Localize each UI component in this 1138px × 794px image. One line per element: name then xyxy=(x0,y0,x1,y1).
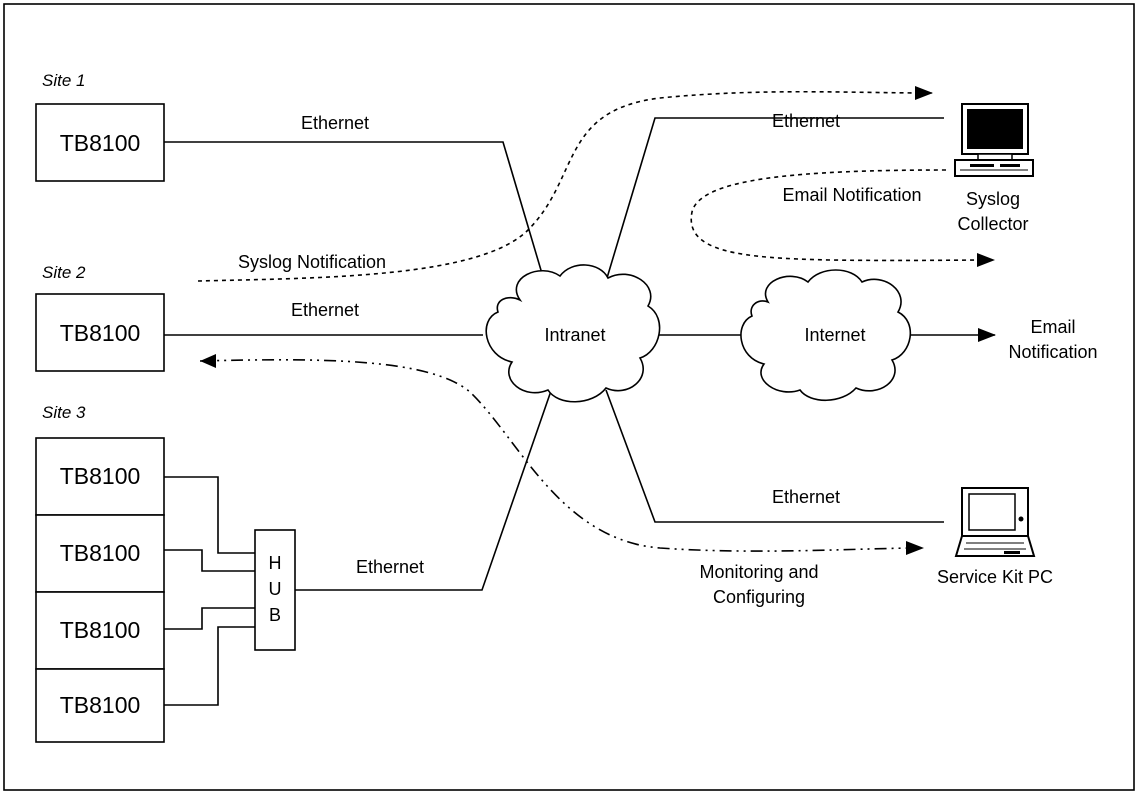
email-out-label-line2: Notification xyxy=(1008,342,1097,362)
tb8100-label: TB8100 xyxy=(60,617,141,643)
tb8100-label: TB8100 xyxy=(60,540,141,566)
monitoring-configuring-line xyxy=(199,358,923,552)
monitoring-label-line1: Monitoring and xyxy=(699,562,818,582)
site-1-label: Site 1 xyxy=(42,71,85,90)
site-2-ethernet-label: Ethernet xyxy=(291,300,359,320)
site-3-label: Site 3 xyxy=(42,403,86,422)
tb8100-label: TB8100 xyxy=(60,463,141,489)
site-2-tb8100: TB8100 xyxy=(35,293,165,372)
hub-letter: B xyxy=(269,605,281,625)
hub: H U B xyxy=(254,529,296,651)
syslog-ethernet-label: Ethernet xyxy=(772,111,840,131)
service-kit-pc-label: Service Kit PC xyxy=(937,567,1053,587)
desktop-computer-icon xyxy=(954,103,1034,177)
email-out-label-line1: Email xyxy=(1030,317,1075,337)
site-2-label: Site 2 xyxy=(42,263,86,282)
hub-letter: U xyxy=(269,579,282,599)
monitoring-label-line2: Configuring xyxy=(713,587,805,607)
syslog-collector-label-line2: Collector xyxy=(957,214,1028,234)
syslog-notification-arrow xyxy=(197,85,933,282)
site-3-ethernet-line xyxy=(295,387,553,591)
internet-label: Internet xyxy=(804,325,865,345)
email-notification-label: Email Notification xyxy=(782,185,921,205)
syslog-collector-label-line1: Syslog xyxy=(966,189,1020,209)
email-notification-arrow xyxy=(690,169,995,268)
internet-cloud: Internet xyxy=(740,269,912,401)
site-1-ethernet-line xyxy=(164,141,544,278)
laptop-computer-icon xyxy=(954,487,1036,557)
tb8100-label: TB8100 xyxy=(60,692,141,718)
hub-wiring xyxy=(164,476,255,706)
hub-letter: H xyxy=(269,553,282,573)
intranet-label: Intranet xyxy=(544,325,605,345)
syslog-ethernet-line xyxy=(606,117,944,279)
site-3-rack: TB8100 TB8100 TB8100 TB8100 xyxy=(35,437,165,743)
service-kit-ethernet-label: Ethernet xyxy=(772,487,840,507)
tb8100-label: TB8100 xyxy=(60,320,141,346)
diagram-frame xyxy=(3,3,1135,791)
monitoring-arrowhead-left xyxy=(200,354,216,368)
service-kit-ethernet-line xyxy=(605,389,944,523)
monitoring-arrowhead-right xyxy=(906,541,924,555)
site-3-ethernet-label: Ethernet xyxy=(356,557,424,577)
intranet-cloud: Intranet xyxy=(485,264,661,403)
syslog-notification-label: Syslog Notification xyxy=(238,252,386,272)
site-1-ethernet-label: Ethernet xyxy=(301,113,369,133)
site-1-tb8100: TB8100 xyxy=(35,103,165,182)
tb8100-label: TB8100 xyxy=(60,130,141,156)
